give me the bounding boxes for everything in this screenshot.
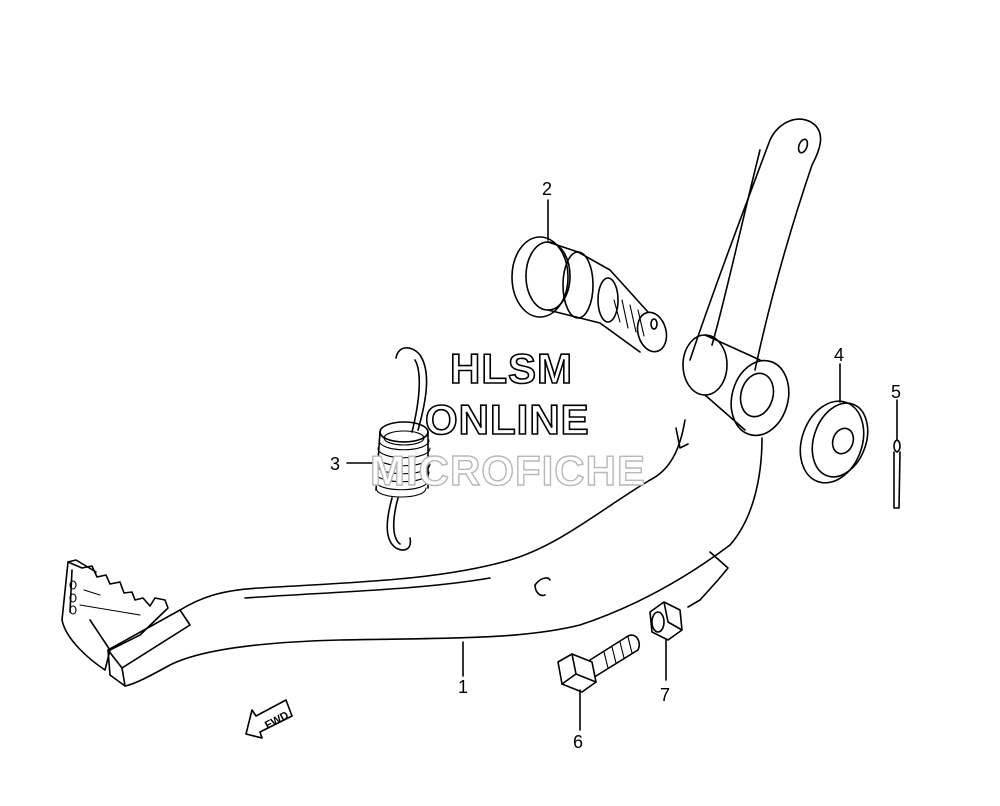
callout-7: 7 <box>660 685 671 705</box>
washer <box>799 400 869 484</box>
watermark-line-3: MICROFICHE <box>369 447 646 494</box>
fwd-arrow-icon: FWD <box>245 699 293 739</box>
callout-5: 5 <box>891 382 902 402</box>
nut <box>649 601 683 641</box>
callout-3: 3 <box>330 454 341 474</box>
pivot-shaft <box>511 236 668 353</box>
callout-6: 6 <box>573 732 584 752</box>
bolt <box>557 634 641 693</box>
brake-pedal <box>107 118 822 687</box>
leader-lines <box>346 199 898 731</box>
return-spring <box>374 347 431 551</box>
cotter-pin <box>893 439 901 509</box>
watermark-line-1: HLSM <box>449 345 573 392</box>
callout-1: 1 <box>458 677 469 697</box>
watermark-line-2: ONLINE <box>424 396 590 443</box>
callout-4: 4 <box>834 345 845 365</box>
pedal-step-plate <box>61 559 169 671</box>
callout-2: 2 <box>542 179 553 199</box>
